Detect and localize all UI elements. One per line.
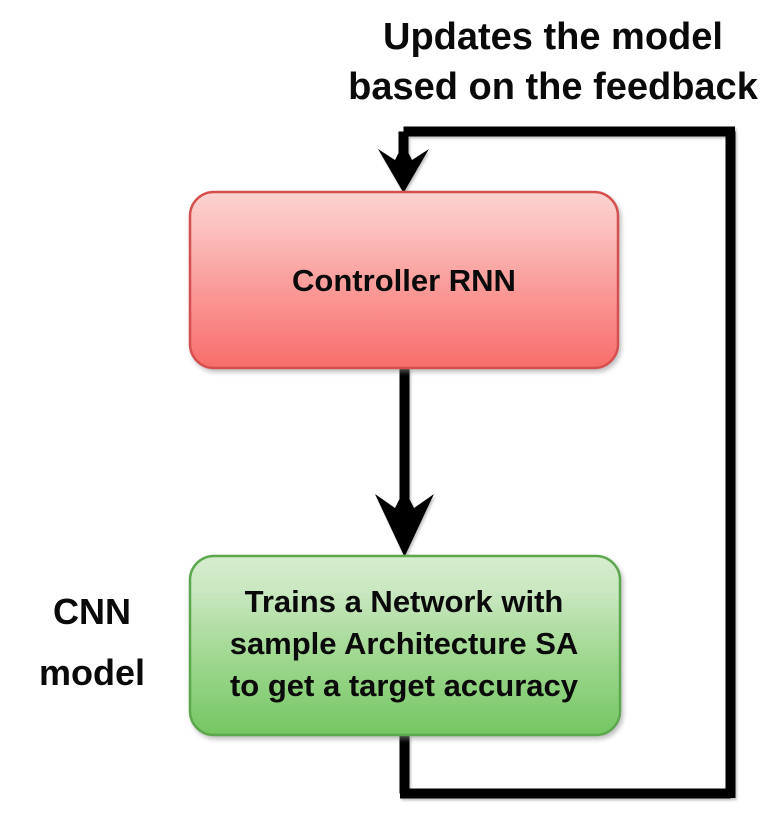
cnn-trainer-box[interactable] [188, 554, 622, 737]
node-cnn-trainer[interactable]: Trains a Network with sample Architectur… [188, 554, 622, 737]
controller-rnn-label: Controller RNN [292, 263, 516, 298]
cnn-trainer-label-line-3: to get a target accuracy [230, 668, 579, 703]
cnn-model-side-label: CNN model [39, 591, 145, 693]
feedback-loop-edge [378, 126, 736, 799]
feedback-annotation-title: Updates the model based on the feedback [348, 16, 759, 108]
node-controller-rnn[interactable]: Controller RNN [188, 190, 620, 370]
controller-to-cnn-edge [375, 368, 434, 557]
controller-rnn-box[interactable] [188, 190, 620, 370]
title-line-1: Updates the model [383, 16, 723, 58]
side-label-line-2: model [39, 652, 145, 693]
controller-to-cnn-arrowhead [375, 489, 434, 557]
feedback-loop-arrowhead [378, 143, 429, 193]
cnn-trainer-label-line-2: sample Architecture SA [230, 626, 579, 661]
side-label-line-1: CNN [53, 591, 131, 632]
cnn-trainer-label-line-1: Trains a Network with [245, 584, 564, 619]
title-line-2: based on the feedback [348, 66, 759, 108]
